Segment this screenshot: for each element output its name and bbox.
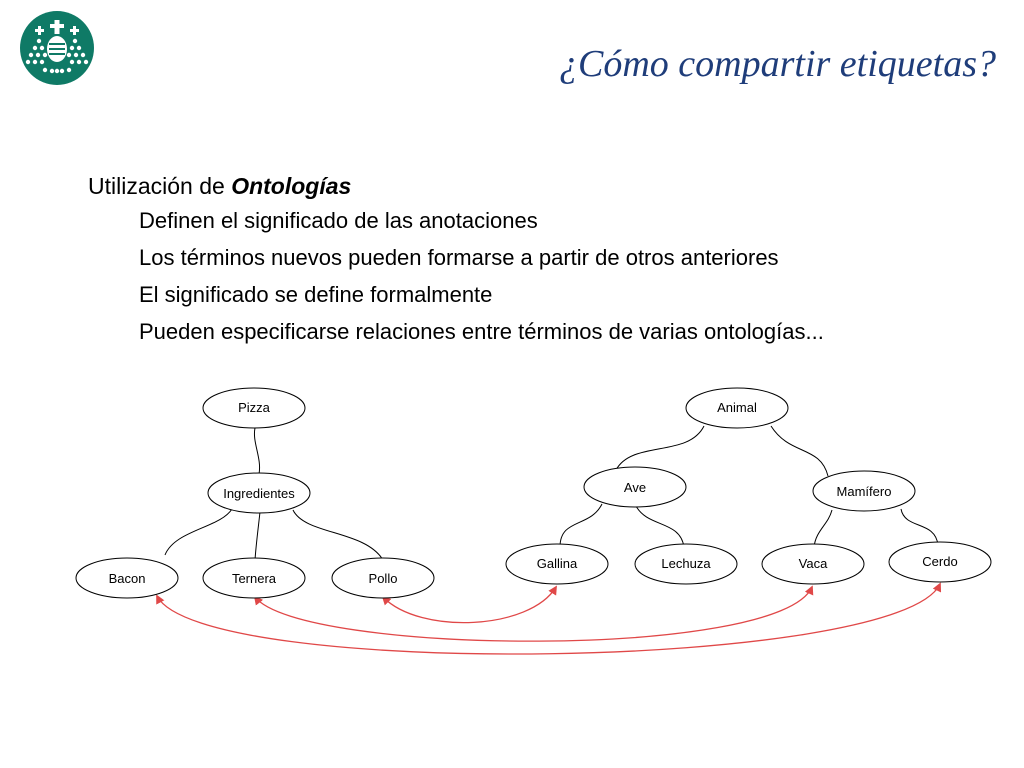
- node-label: Ave: [624, 480, 646, 495]
- edge-ingredientes-bacon: [164, 508, 233, 556]
- edge-ave-lechuza: [635, 505, 685, 548]
- node-ingredientes: Ingredientes: [207, 472, 311, 514]
- edge-ingredientes-ternera: [254, 511, 261, 561]
- edge-mamifero-vaca: [813, 509, 833, 548]
- node-ternera: Ternera: [202, 557, 306, 599]
- sub-bullet: Los términos nuevos pueden formarse a pa…: [139, 245, 779, 270]
- edge-ave-gallina: [559, 503, 603, 548]
- node-label: Pizza: [238, 400, 271, 415]
- node-label: Ternera: [232, 571, 277, 586]
- edge-mamifero-cerdo: [900, 508, 939, 546]
- pizza-tree-edges: [164, 427, 384, 561]
- node-ave: Ave: [583, 466, 687, 508]
- node-pizza: Pizza: [202, 387, 306, 429]
- link-ternera-vaca: [253, 585, 814, 642]
- node-pollo: Pollo: [331, 557, 435, 599]
- edge-animal-mamifero: [770, 425, 829, 477]
- cross-links: [156, 582, 941, 655]
- slide-title: ¿Cómo compartir etiquetas?: [559, 43, 996, 85]
- link-bacon-cerdo: [156, 582, 941, 655]
- node-label: Gallina: [537, 556, 578, 571]
- node-label: Vaca: [799, 556, 828, 571]
- node-label: Mamífero: [837, 484, 892, 499]
- sub-bullet: Definen el significado de las anotacione…: [139, 208, 538, 233]
- edge-ingredientes-pollo: [292, 509, 384, 561]
- sub-bullet: El significado se define formalmente: [139, 282, 493, 307]
- university-logo: [20, 11, 94, 85]
- edge-pizza-ingredientes: [253, 427, 261, 475]
- node-lechuza: Lechuza: [634, 543, 738, 585]
- node-label: Cerdo: [922, 554, 957, 569]
- node-vaca: Vaca: [761, 543, 865, 585]
- node-label: Ingredientes: [223, 486, 295, 501]
- node-label: Pollo: [369, 571, 398, 586]
- node-bacon: Bacon: [75, 557, 179, 599]
- bullet-main: Utilización de Ontologías: [88, 170, 824, 202]
- sub-bullet: Pueden especificarse relaciones entre té…: [139, 319, 824, 344]
- node-cerdo: Cerdo: [888, 541, 992, 583]
- node-label: Animal: [717, 400, 757, 415]
- edge-animal-ave: [615, 425, 705, 471]
- node-label: Lechuza: [661, 556, 711, 571]
- ontology-diagram: Pizza Ingredientes Bacon Ternera Pollo A…: [75, 387, 992, 655]
- node-label: Bacon: [109, 571, 146, 586]
- node-gallina: Gallina: [505, 543, 609, 585]
- bullet-main-emphasis: Ontologías: [231, 173, 352, 199]
- node-mamifero: Mamífero: [812, 470, 916, 512]
- animal-tree-edges: [559, 425, 939, 548]
- bullet-main-prefix: Utilización de: [88, 173, 232, 199]
- node-animal: Animal: [685, 387, 789, 429]
- bullet-list: Utilización de Ontologías Definen el sig…: [88, 170, 824, 350]
